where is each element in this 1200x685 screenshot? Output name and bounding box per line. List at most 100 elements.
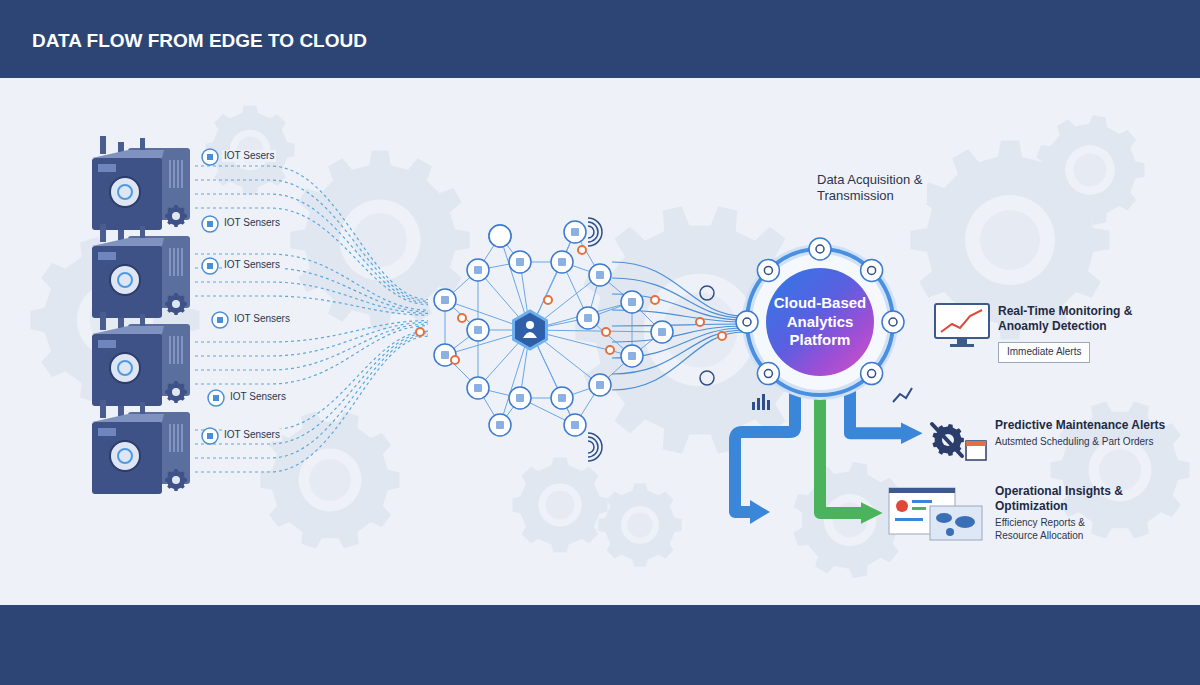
ring-icon <box>736 311 758 333</box>
cloud-feed-line <box>612 332 744 390</box>
node-heading: Immediate Alerts <box>1007 346 1081 359</box>
machine-front <box>92 158 162 230</box>
dashboard-bar <box>895 518 923 521</box>
machine-top <box>92 150 164 158</box>
mesh-node <box>551 251 573 273</box>
gear-hub <box>627 512 652 537</box>
machine-gear-hub <box>172 300 180 308</box>
node-subtext: Efficiency Reports & Resource Allocation <box>995 517 1125 542</box>
machine-top <box>92 238 164 246</box>
mesh-node <box>564 414 586 436</box>
mesh-node-icon <box>474 384 482 392</box>
signal-dot <box>544 296 552 304</box>
machine-slot <box>177 160 179 188</box>
mesh-node <box>467 319 489 341</box>
background <box>0 78 1200 605</box>
wrench-icon <box>932 424 962 456</box>
chart-bar-icon <box>762 394 765 410</box>
wifi-wave <box>588 441 594 453</box>
mesh-node-icon <box>628 352 636 360</box>
trend-icon <box>893 388 912 402</box>
sensor-data-line <box>195 282 428 313</box>
machine-slot <box>181 248 183 276</box>
machine-slot <box>181 160 183 188</box>
wifi-icon <box>489 225 511 247</box>
sensor-label: IOT Sensers <box>232 313 292 325</box>
mesh-node <box>577 307 599 329</box>
mesh-node <box>434 289 456 311</box>
hub-hexagon <box>514 311 547 349</box>
maintenance-gear <box>932 424 963 456</box>
signal-dot <box>602 328 610 336</box>
gear-hub <box>1074 154 1107 187</box>
sensor-icon-core <box>207 154 213 160</box>
machine-gauge <box>110 441 140 471</box>
machine-gauge <box>110 353 140 383</box>
mesh-node <box>621 345 643 367</box>
machine-slot <box>177 248 179 276</box>
signal-dot <box>718 332 726 340</box>
machine-gear <box>165 469 187 491</box>
sensor-data-line <box>195 296 428 315</box>
machine-slot <box>173 336 175 364</box>
chart-bar-icon <box>752 402 755 410</box>
mesh-node <box>589 374 611 396</box>
wifi-wave <box>588 437 598 457</box>
coin-icon <box>700 286 714 300</box>
ring-icon-core <box>743 318 751 326</box>
machine-slot <box>169 248 171 276</box>
machine-gear <box>165 293 187 315</box>
sensor-icon-core <box>213 395 219 401</box>
machine-slot <box>181 336 183 364</box>
sensor-icon-core <box>207 263 213 269</box>
cloud-feed-line <box>612 326 744 342</box>
machine-gear <box>165 381 187 403</box>
sensor-icon <box>202 428 218 444</box>
insights-output: Operational Insights & OptimizationEffic… <box>885 484 1175 542</box>
machine-pipe <box>140 314 145 326</box>
signal-dot <box>458 314 466 322</box>
machine-slot <box>181 424 183 452</box>
diagram-title: DATA FLOW FROM EDGE TO CLOUD <box>32 30 367 52</box>
mesh-node <box>551 387 573 409</box>
hub-person-head <box>526 321 534 329</box>
machine-pipe <box>100 312 106 330</box>
machine-panel <box>98 252 116 260</box>
machine-pipe <box>100 136 106 154</box>
sensor-data-line <box>195 326 428 384</box>
dashboard-header <box>889 488 955 493</box>
mesh-node-icon <box>496 421 504 429</box>
ring-icon <box>861 363 883 385</box>
monitor-base <box>950 344 974 347</box>
mesh-node <box>651 321 673 343</box>
mesh-node-icon <box>596 271 604 279</box>
machine-front <box>92 422 162 494</box>
gear-hub <box>353 213 407 267</box>
node-subtext: Autsmted Scheduling & Part Orders <box>995 436 1173 449</box>
mesh-node <box>467 377 489 399</box>
mesh-network <box>416 218 744 461</box>
ring-icon-core <box>764 266 772 274</box>
mesh-node <box>489 414 511 436</box>
monitor-stand <box>957 338 967 344</box>
map-land <box>946 528 954 536</box>
map-land <box>936 513 952 523</box>
gear-hole <box>824 494 876 546</box>
machine-pipe <box>140 402 145 414</box>
chart-bar-icon <box>757 398 760 410</box>
node-heading: Operational Insights & Optimization <box>995 484 1125 514</box>
sensor-data-line <box>195 268 428 312</box>
machine-pipe <box>140 138 145 150</box>
map-icon <box>930 506 982 540</box>
machine-slot <box>177 424 179 452</box>
mesh-node-icon <box>584 314 592 322</box>
mesh-node <box>589 264 611 286</box>
background-gear <box>31 237 200 403</box>
sensor-label: IOT Sensers <box>222 429 282 441</box>
machine-top <box>92 414 164 422</box>
machine-gauge-inner <box>118 273 132 287</box>
cloud-feed-line <box>612 324 744 326</box>
cloud-feed-line <box>612 330 744 374</box>
